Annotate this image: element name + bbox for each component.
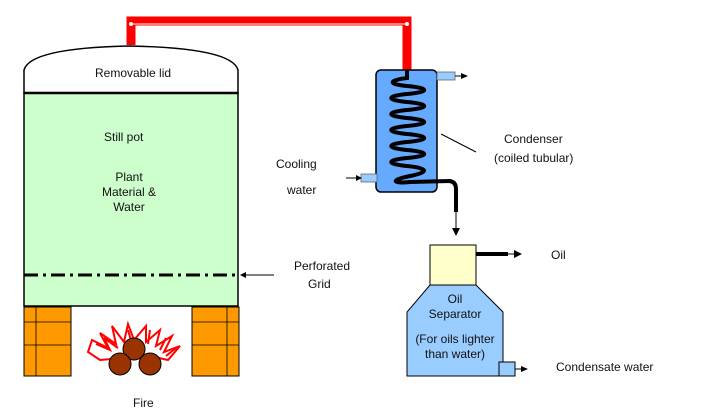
still-pot — [23, 92, 239, 307]
separator-label-line1: Oil — [447, 292, 463, 306]
cooling-water-inlet — [360, 173, 378, 183]
condenser-label-line2: (coiled tubular) — [494, 151, 574, 165]
cooling-label-line2: water — [287, 183, 317, 197]
plant-label-line1: Plant — [115, 170, 143, 184]
lid-label: Removable lid — [95, 66, 172, 80]
separator-label-line4: than water) — [424, 347, 486, 361]
cooling-water-outlet — [436, 71, 456, 81]
fire-icon — [86, 320, 181, 376]
grid-label-line1: Perforated — [294, 259, 351, 273]
vapour-pipe — [126, 16, 412, 72]
condensate-outlet — [498, 361, 516, 377]
furnace-left-leg — [23, 306, 72, 377]
separator-label-line3: (For oils lighter — [415, 332, 495, 346]
fire-label: Fire — [133, 396, 154, 410]
oil-label: Oil — [551, 248, 566, 262]
still-pot-label: Still pot — [104, 130, 144, 144]
condenser-coil — [389, 70, 452, 185]
condenser — [375, 69, 438, 193]
grid-label-line2: Grid — [308, 277, 331, 291]
condensate-label: Condensate water — [556, 360, 654, 374]
separator-label: Oil Separator (For oils lighter than wat… — [405, 292, 505, 362]
furnace-right-leg — [191, 306, 240, 377]
plant-label-line3: Water — [113, 200, 145, 214]
cooling-label-line1: Cooling — [276, 157, 317, 171]
plant-label-line2: Material & — [101, 185, 157, 199]
separator-label-line2: Separator — [428, 307, 482, 321]
oil-chamber — [429, 244, 477, 286]
removable-lid — [23, 45, 239, 94]
plant-material-label: Plant Material & Water — [94, 170, 164, 215]
condenser-label-line1: Condenser — [504, 132, 563, 146]
